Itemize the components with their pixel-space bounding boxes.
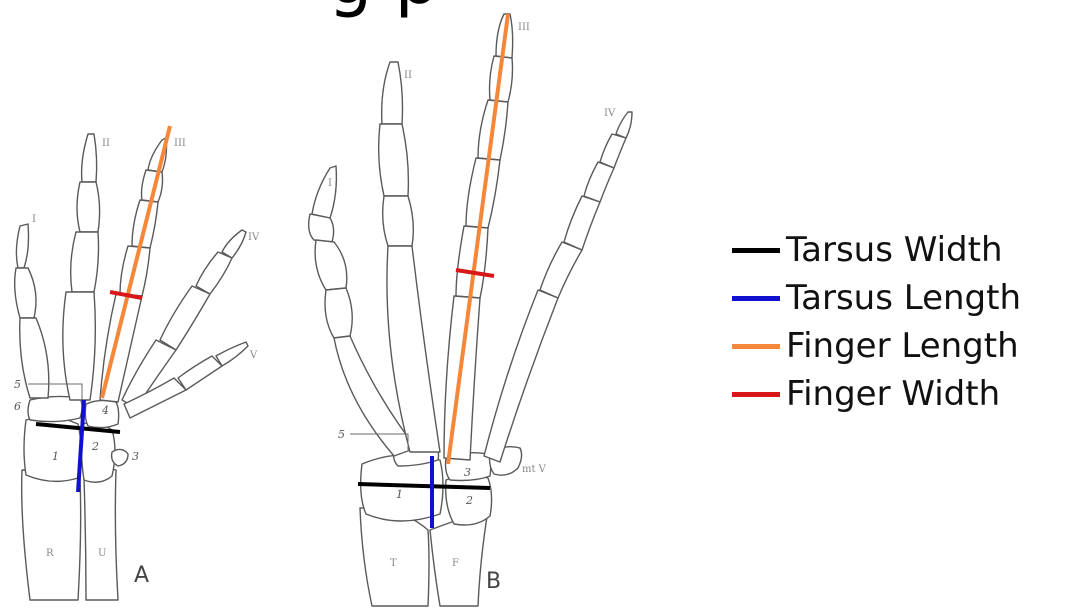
digit-4-a-seg3 xyxy=(160,286,210,350)
legend-label-finger-length: Finger Length xyxy=(786,322,1019,370)
digit-1-b-seg3 xyxy=(315,240,347,290)
digit-4-b xyxy=(616,112,632,138)
legend-label-tarsus-length: Tarsus Length xyxy=(786,274,1021,322)
forearm-label-u: U xyxy=(98,548,106,559)
forearm-label-f: F xyxy=(452,558,459,569)
digit-3-b-seg6 xyxy=(444,296,480,460)
digit-4-b-seg2 xyxy=(600,134,626,168)
digit-label-4-a: IV xyxy=(248,232,260,243)
digit-2-b-seg2 xyxy=(379,124,409,196)
digit-1-a-seg2 xyxy=(15,268,36,318)
digit-label-4-b: IV xyxy=(604,108,616,119)
digit-2-b xyxy=(382,62,403,124)
bone-number-4-a: 4 xyxy=(101,404,109,417)
digit-label-1-a: I xyxy=(32,214,36,225)
forearm-label-t: T xyxy=(390,558,397,569)
digit-2-a-seg3 xyxy=(71,232,99,292)
panel-label-b: B xyxy=(486,569,501,594)
digit-4-b-seg6 xyxy=(484,290,558,462)
legend-swatch-tarsus-width xyxy=(732,248,780,253)
radius-bone-a xyxy=(22,470,81,600)
digit-1-b-seg2 xyxy=(309,214,334,242)
panel-a: I II III IV V 1 2 3 4 5 6 R U A xyxy=(14,126,260,600)
digit-4-b-seg4 xyxy=(564,196,600,250)
digit-1-b-seg4 xyxy=(325,288,352,338)
digit-4-a xyxy=(222,230,246,258)
digit-label-2-b: II xyxy=(404,70,412,81)
bone-number-3-a: 3 xyxy=(132,450,139,463)
digit-2-a-seg2 xyxy=(77,182,100,232)
digit-label-5-a: V xyxy=(249,350,258,361)
legend-item-finger-length: Finger Length xyxy=(732,322,1021,370)
digit-4-a-seg2 xyxy=(196,252,232,294)
legend-label-tarsus-width: Tarsus Width xyxy=(786,226,1003,274)
forearm-label-r: R xyxy=(46,548,54,559)
bone-number-5-b: 5 xyxy=(338,428,345,441)
ulna-bone-a xyxy=(84,469,118,600)
digit-2-a xyxy=(82,134,97,182)
panel-label-a: A xyxy=(134,563,149,588)
bone-number-1-a: 1 xyxy=(52,450,59,463)
tibiotarsus-bone-b xyxy=(360,508,429,606)
digit-5-a xyxy=(216,342,248,366)
digit-1-b xyxy=(312,166,336,218)
bone-number-1-b: 1 xyxy=(396,488,403,501)
carpal-3-a xyxy=(112,449,128,466)
digit-1-a xyxy=(16,224,28,268)
legend-item-tarsus-length: Tarsus Length xyxy=(732,274,1021,322)
bone-number-6-a: 6 xyxy=(14,400,21,413)
mt-v-label: mt V xyxy=(522,464,547,475)
panel-b: I II III IV 1 2 3 5 mt V T F B xyxy=(309,14,632,606)
digit-label-2-a: II xyxy=(102,138,110,149)
legend-swatch-finger-length xyxy=(732,344,780,349)
digit-label-1-b: I xyxy=(328,178,332,189)
bone-number-2-b: 2 xyxy=(465,494,473,507)
digit-label-3-a: III xyxy=(174,138,186,149)
legend-item-finger-width: Finger Width xyxy=(732,370,1021,418)
digit-label-3-b: III xyxy=(518,22,530,33)
legend-swatch-finger-width xyxy=(732,392,780,397)
digit-4-b-seg3 xyxy=(584,162,614,202)
legend-swatch-tarsus-length xyxy=(732,296,780,301)
digit-2-b-seg3 xyxy=(383,196,414,246)
legend: Tarsus Width Tarsus Length Finger Length… xyxy=(732,226,1021,418)
digit-4-b-seg5 xyxy=(540,242,582,298)
legend-label-finger-width: Finger Width xyxy=(786,370,1000,418)
digit-5-a-seg2 xyxy=(178,356,222,390)
bone-number-5-a: 5 xyxy=(14,378,21,391)
finger-length-line-b xyxy=(448,14,508,464)
legend-item-tarsus-width: Tarsus Width xyxy=(732,226,1021,274)
digit-1-a-seg3 xyxy=(20,318,49,398)
bone-number-3-b: 3 xyxy=(464,466,471,479)
bone-number-2-a: 2 xyxy=(91,440,99,453)
